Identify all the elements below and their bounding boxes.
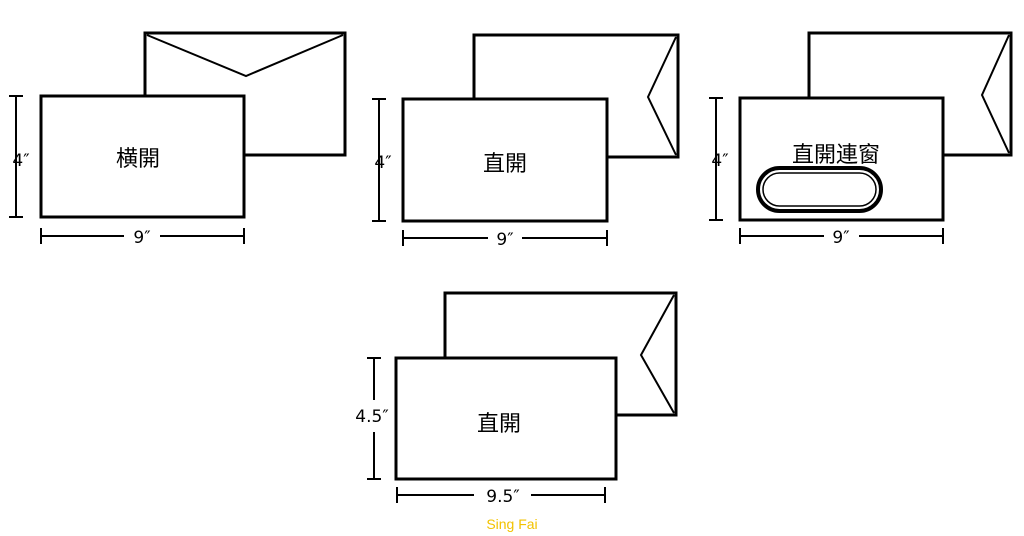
- envelope-1-flap: [146, 34, 344, 78]
- envelope-4-front: [394, 356, 618, 481]
- envelope-4-width-label: 9.5″: [486, 487, 519, 507]
- envelope-1-width-dimension: [40, 228, 245, 244]
- envelope-1-height-dimension: [9, 95, 23, 218]
- envelope-3-height-dimension: [709, 97, 723, 221]
- envelope-3: 直開連窗 4″ 9″: [709, 31, 1013, 248]
- envelope-2-height-dimension: [372, 98, 386, 222]
- envelope-3-width-label: 9″: [832, 228, 849, 248]
- envelope-4: 直開 4.5″ 9.5″: [355, 291, 678, 507]
- envelope-2-height-label: 4″: [374, 153, 391, 173]
- envelope-2-width-dimension: [402, 230, 608, 246]
- envelope-2: 直開 4″ 9″: [372, 33, 680, 250]
- envelope-3-flap: [980, 34, 1010, 154]
- envelope-1-height-label: 4″: [12, 151, 29, 171]
- envelope-3-label: 直開連窗: [792, 143, 880, 168]
- envelope-1-width-label: 9″: [133, 228, 150, 248]
- credit-text: Sing Fai: [486, 516, 538, 532]
- envelope-2-label: 直開: [483, 152, 527, 177]
- envelope-1: 横開 4″ 9″: [9, 31, 347, 248]
- envelope-1-front: [39, 94, 246, 219]
- envelope-2-flap: [646, 36, 677, 156]
- envelope-1-label: 横開: [116, 147, 160, 172]
- envelope-3-width-dimension: [739, 228, 944, 244]
- envelope-4-height-dimension: [367, 357, 381, 480]
- envelope-4-label: 直開: [477, 412, 521, 437]
- envelope-3-height-label: 4″: [711, 151, 728, 171]
- envelope-3-window: [756, 166, 883, 213]
- envelope-4-width-dimension: [396, 487, 606, 503]
- envelope-4-flap: [639, 294, 675, 414]
- envelope-2-width-label: 9″: [496, 230, 513, 250]
- envelope-4-height-label: 4.5″: [355, 407, 388, 427]
- envelope-2-front: [401, 97, 609, 223]
